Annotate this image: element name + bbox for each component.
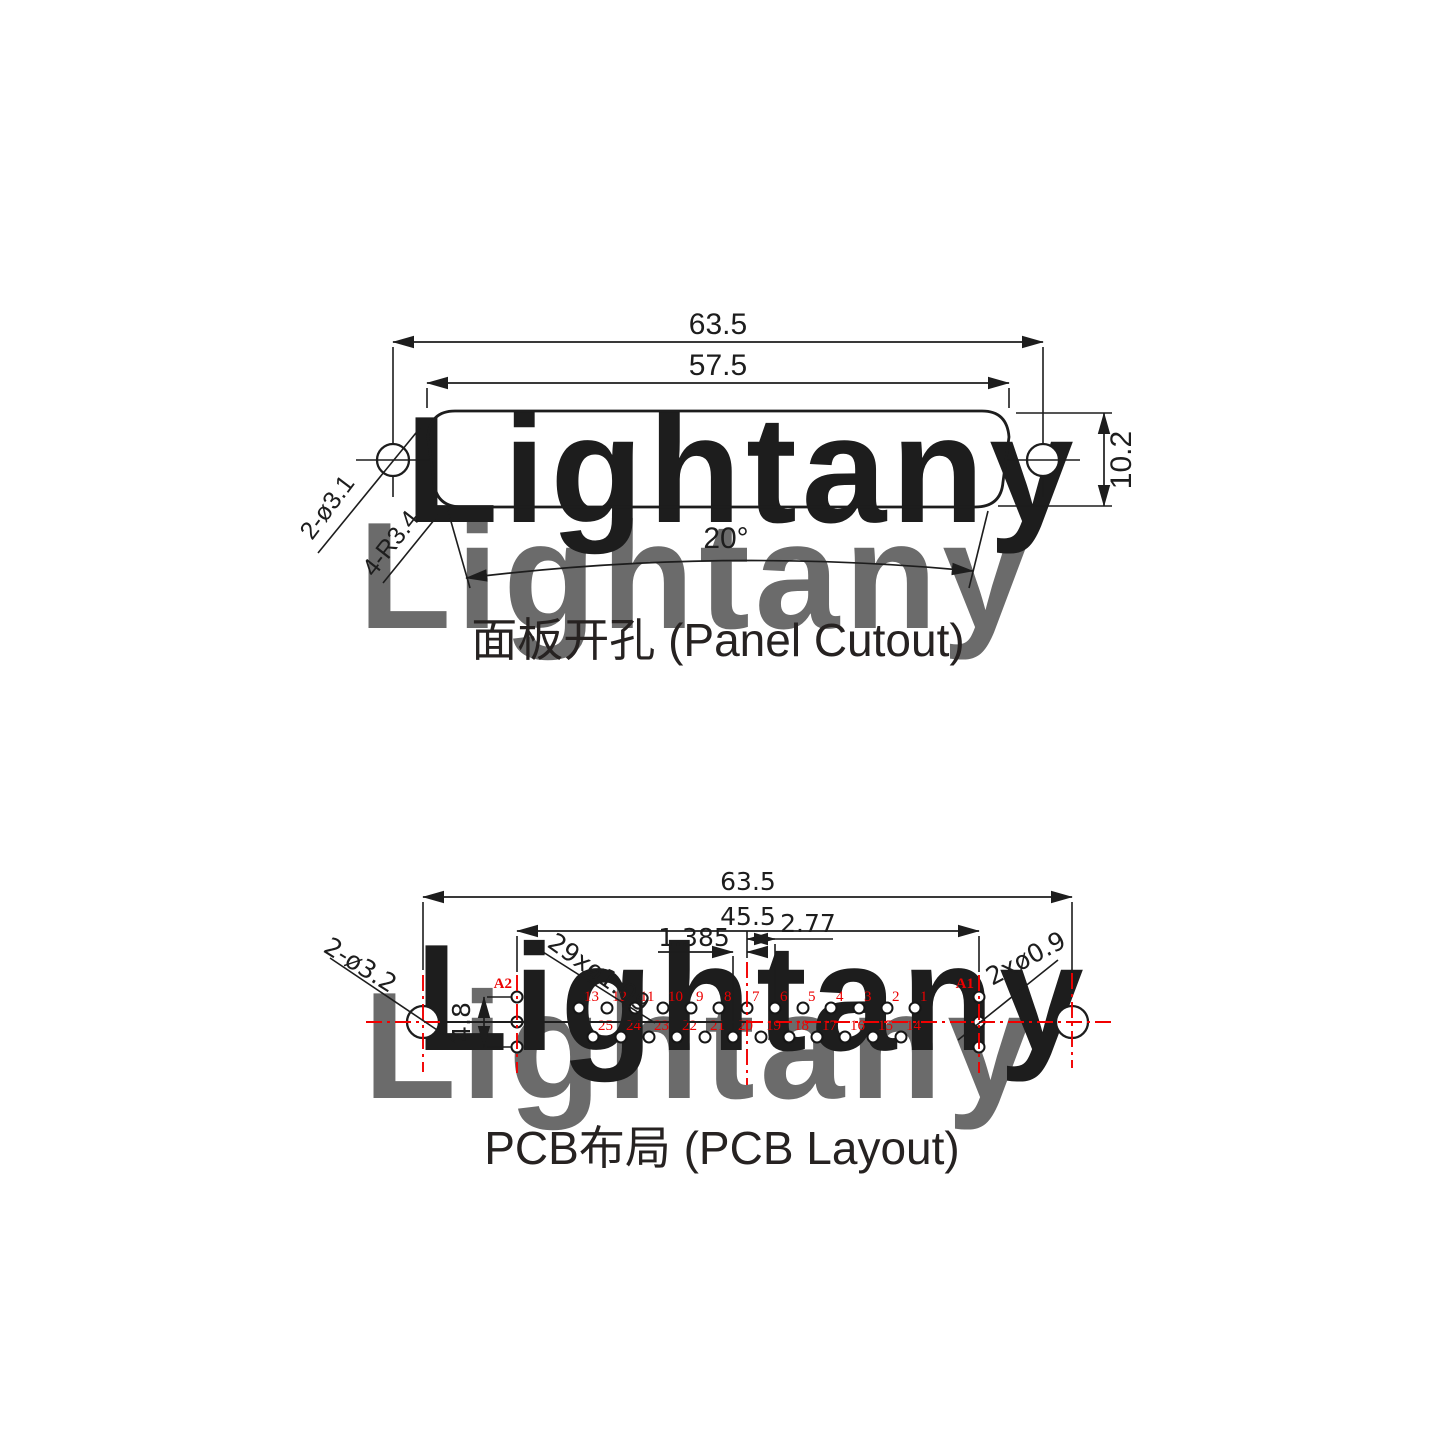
pin-hole-17 [810,1030,824,1044]
pin-hole-23 [642,1030,656,1044]
pin-hole-1 [908,1001,922,1015]
leader-pcb-mount-dia [329,957,456,1043]
pin-hole-24 [614,1030,628,1044]
pin-label: 3 [864,989,872,1005]
dim-text-pitch: 2.77 [780,909,836,938]
pin-row-top: 13 12 11 10 9 8 7 6 5 4 3 2 1 [572,989,928,1015]
pin-label: 9 [696,989,704,1005]
pin-label: 16 [850,1018,866,1034]
pin-label: 14 [906,1018,922,1034]
a2-label: A2 [494,976,512,992]
dim-text-cutout-height: 10.2 [1105,431,1138,489]
pin-label: 5 [808,989,816,1005]
pin-label: 18 [794,1018,809,1034]
dim-text-cutout-width: 57.5 [689,349,747,382]
pin-label: 6 [780,989,788,1005]
a1-label: A1 [956,976,974,992]
panel-cutout-outline [426,409,1011,509]
pin-label: 4 [836,989,844,1005]
pin-hole-16 [838,1030,852,1044]
pin-label: 22 [682,1018,697,1034]
pin-hole-2 [880,1001,894,1015]
pin-hole-9 [684,1001,698,1015]
pin-label: 2 [892,989,900,1005]
pin-label: 12 [612,989,627,1005]
dim-text-overall-width: 63.5 [689,308,747,341]
pin-hole-18 [782,1030,796,1044]
pin-hole-13 [572,1001,586,1015]
pin-label: 21 [710,1018,725,1034]
pin-hole-5 [796,1001,810,1015]
pin-label: 10 [668,989,683,1005]
leader-signal-holes [542,951,656,1024]
pin-label: 24 [626,1018,642,1034]
pin-hole-19 [754,1030,768,1044]
pin-label: 11 [640,989,654,1005]
pin-hole-3 [852,1001,866,1015]
watermark-pink-top: Lightany [405,385,1078,555]
callout-mount-holes: 2-ø3.1 [294,470,360,545]
leader-coax-center-holes [957,959,1059,1041]
pin-hole-10 [656,1001,670,1015]
pin-hole-8 [712,1001,726,1015]
callout-pcb-mount-holes: 2-ø3.2 [319,931,402,998]
pin-hole-14 [894,1030,908,1044]
pcb-layout-drawing: 63.5 45.5 2.77 1.385 4.8 A2 A1 [319,867,1112,1174]
dim-text-stagger: 1.385 [658,923,730,952]
pin-hole-25 [586,1030,600,1044]
dim-text-angle: 20° [703,522,748,555]
pin-label: 13 [584,989,599,1005]
panel-cutout-title: 面板开孔 (Panel Cutout) [471,614,964,666]
pin-hole-12 [600,1001,614,1015]
pin-label: 25 [598,1018,613,1034]
pin-hole-4 [824,1001,838,1015]
pin-hole-15 [866,1030,880,1044]
pin-hole-11 [628,1001,642,1015]
dim-text-coax-span: 45.5 [720,902,776,931]
dim-text-pcb-overall: 63.5 [720,867,776,896]
pin-label: 23 [654,1018,669,1034]
pin-hole-6 [768,1001,782,1015]
angle-arc [465,559,974,582]
pin-label: 19 [766,1018,781,1034]
pin-label: 17 [822,1018,838,1034]
pin-label: 15 [878,1018,893,1034]
leader-mount-hole-dia [317,427,421,554]
pin-hole-20 [726,1030,740,1044]
pin-label: 7 [752,989,760,1005]
pcb-layout-title: PCB布局 (PCB Layout) [484,1122,959,1174]
pin-hole-21 [698,1030,712,1044]
leader-corner-radius [382,508,444,584]
pin-label: 8 [724,989,732,1005]
pin-label: 1 [920,989,928,1005]
pin-hole-22 [670,1030,684,1044]
pin-label: 20 [738,1018,753,1034]
watermark-cream-bottom: Lightany [363,961,1036,1131]
